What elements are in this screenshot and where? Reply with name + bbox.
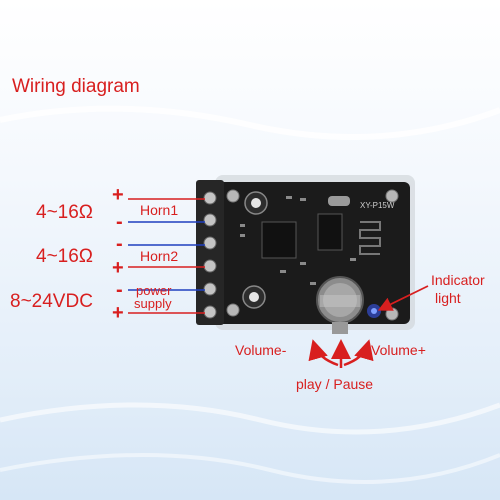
horn1-impedance: 4~16Ω (36, 202, 93, 223)
screw-icon (385, 189, 399, 203)
play-pause-label: play / Pause (296, 376, 374, 392)
amplifier-chip (261, 221, 297, 259)
terminal-screws (203, 191, 217, 319)
terminal-block (196, 180, 224, 325)
volume-plus-arrow (343, 339, 374, 367)
horn2-plus-mark: + (112, 257, 124, 279)
power-label-line1: power (136, 283, 172, 298)
indicator-label-line1: Indicator (431, 272, 485, 288)
bluetooth-chip (317, 213, 343, 251)
horn1-minus-mark: - (116, 211, 123, 233)
volume-minus-arrow (308, 339, 339, 367)
horn2-label: Horn2 (140, 248, 179, 264)
crystal (328, 196, 350, 206)
power-label-line2: supply (134, 296, 172, 311)
power-plus-mark: + (112, 302, 124, 324)
screw-icon (226, 189, 240, 203)
volume-plus-label: Volume+ (371, 342, 426, 358)
volume-minus-label: Volume- (235, 342, 287, 358)
power-voltage: 8~24VDC (10, 291, 93, 312)
horn1-label: Horn1 (140, 202, 179, 218)
board-model: XY-P15W (360, 201, 395, 210)
antenna-trace (359, 221, 381, 255)
indicator-label-line2: light (435, 290, 461, 306)
horn2-impedance: 4~16Ω (36, 246, 93, 267)
screw-icon (226, 303, 240, 317)
horn2-minus-mark: - (116, 233, 123, 255)
indicator-arrow (377, 285, 429, 311)
diagram-title: Wiring diagram (12, 76, 140, 97)
horn1-plus-mark: + (112, 184, 124, 206)
power-minus-mark: - (116, 279, 123, 301)
screw-icon (385, 307, 399, 321)
